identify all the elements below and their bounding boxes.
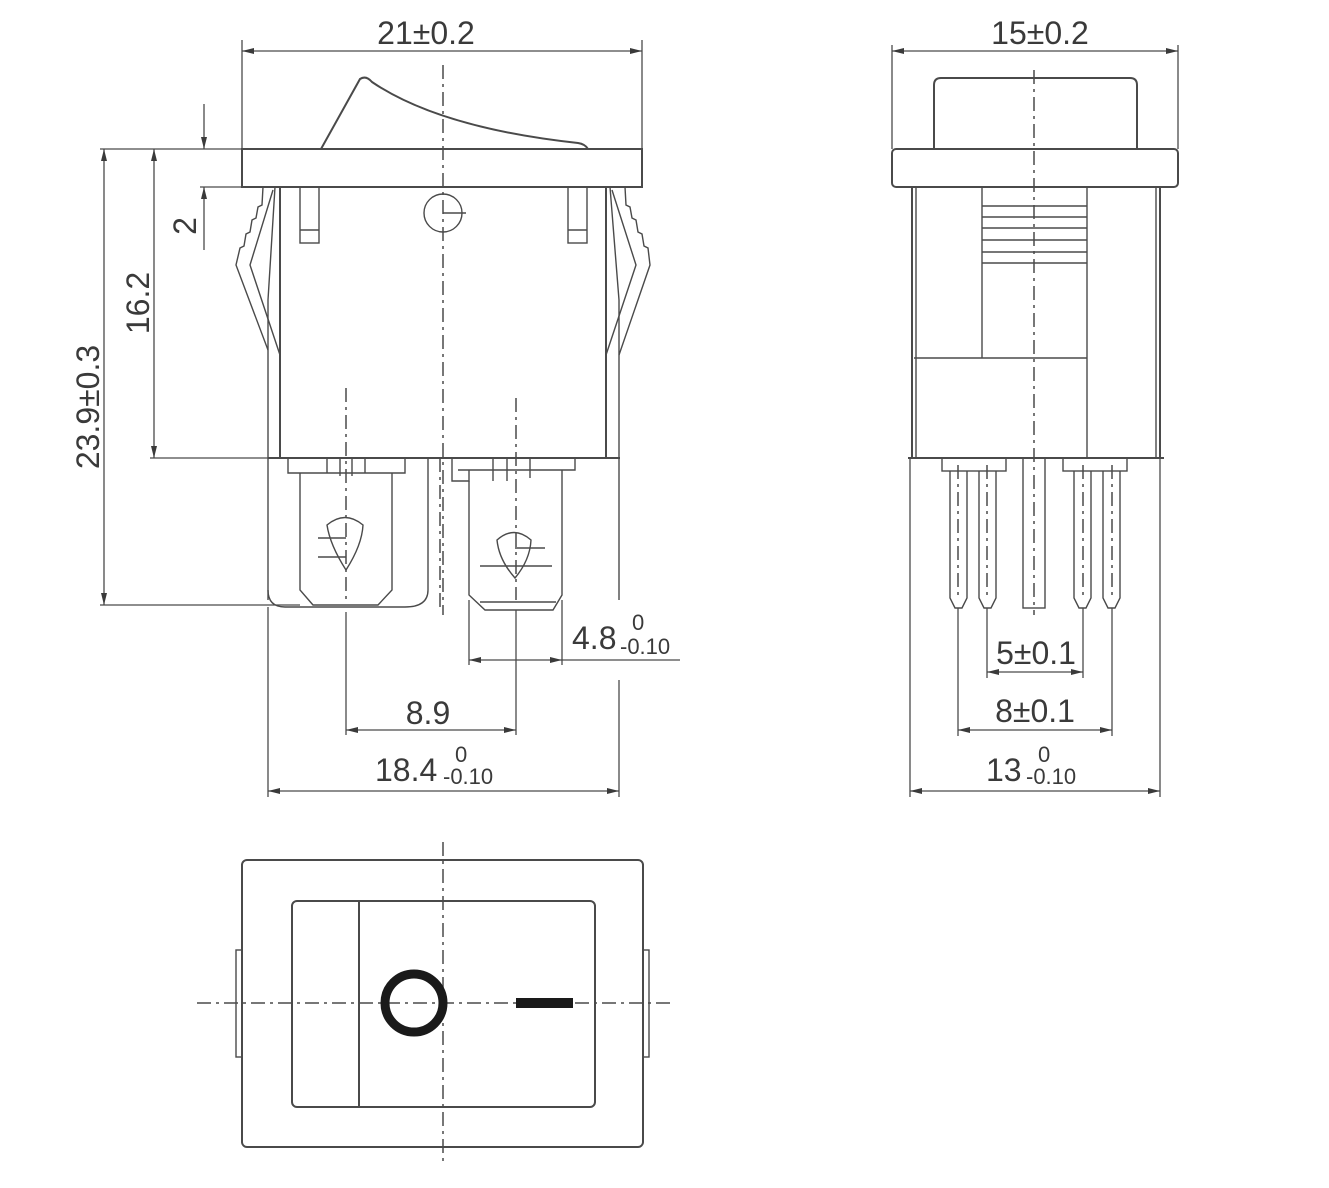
dim-body-height: 16.2 xyxy=(120,272,156,334)
svg-text:18.4: 18.4 xyxy=(375,752,437,788)
side-flange xyxy=(891,148,1179,188)
dim-overall-height: 23.9±0.3 xyxy=(70,345,106,469)
side-actuator xyxy=(933,77,1138,149)
svg-text:0: 0 xyxy=(455,742,467,767)
svg-text:-0.10: -0.10 xyxy=(1026,764,1076,789)
svg-text:0: 0 xyxy=(1038,742,1050,767)
svg-text:-0.10: -0.10 xyxy=(620,634,670,659)
dim-terminal-width: 4.8 0 -0.10 xyxy=(572,610,670,659)
top-view xyxy=(197,842,672,1164)
snap-clip-right xyxy=(609,186,620,600)
terminal-right xyxy=(451,458,576,611)
front-view: 21±0.2 2 16.2 23.9±0.3 4.8 0 -0.10 8.9 xyxy=(70,15,680,797)
side-view: 15±0.2 5±0.1 8±0.1 13 0 -0.10 xyxy=(891,15,1179,797)
svg-text:0: 0 xyxy=(632,610,644,635)
svg-text:4.8: 4.8 xyxy=(572,620,616,656)
terminal-left xyxy=(267,458,429,608)
dim-inner-pin-pitch: 5±0.1 xyxy=(996,635,1076,671)
dim-flange-width: 15±0.2 xyxy=(991,15,1089,51)
svg-text:13: 13 xyxy=(986,752,1022,788)
dim-body-depth: 13 0 -0.10 xyxy=(986,742,1076,789)
on-symbol-icon xyxy=(516,998,573,1008)
snap-clip-left xyxy=(267,186,276,600)
internal-tab-left xyxy=(299,186,320,244)
dim-flange-thickness: 2 xyxy=(167,217,203,235)
front-flange xyxy=(241,148,643,188)
dim-overall-width: 21±0.2 xyxy=(377,15,475,51)
dim-terminal-pitch: 8.9 xyxy=(406,695,450,731)
dim-body-width: 18.4 0 -0.10 xyxy=(375,742,493,789)
rocker-actuator xyxy=(320,76,589,150)
internal-tab-right xyxy=(567,186,588,244)
svg-text:-0.10: -0.10 xyxy=(443,764,493,789)
off-symbol-icon xyxy=(380,969,448,1037)
dim-outer-pin-pitch: 8±0.1 xyxy=(995,693,1075,729)
